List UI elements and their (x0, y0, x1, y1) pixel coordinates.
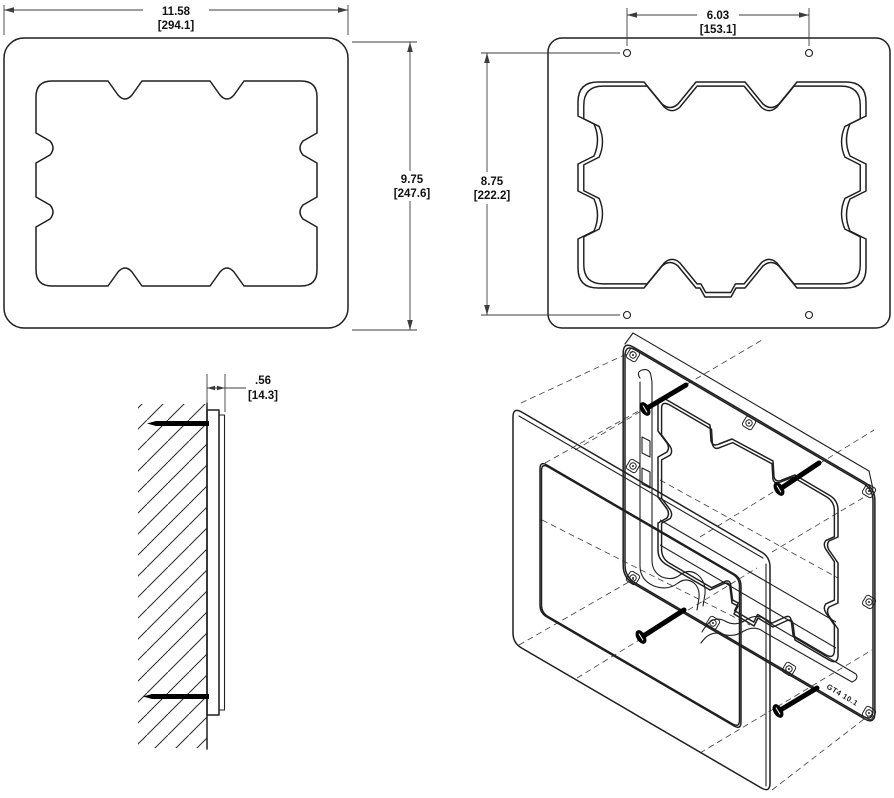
width-dim-inches: 11.58 (162, 6, 191, 18)
wall-anchor-screw-bottom (143, 694, 209, 699)
height-dimension: 9.75 [247.6] (352, 41, 431, 331)
screw-3 (635, 607, 687, 644)
hex-boss (861, 705, 877, 721)
arrowhead (338, 7, 348, 13)
side-section-view: .56 [14.3] (138, 374, 278, 750)
interior-floor-line (660, 519, 836, 623)
mounting-hole (622, 48, 632, 58)
hole-spacing-h-inches: 6.03 (707, 10, 729, 22)
hole-spacing-h-dimension: 6.03 [153.1] (626, 8, 810, 46)
depth-dim-inches: .56 (255, 375, 271, 387)
hole-spacing-v-dimension: 8.75 [222.2] (474, 52, 620, 316)
front-bezel-iso (512, 409, 771, 791)
arrowhead (484, 53, 490, 63)
screw-tip (143, 694, 152, 699)
mounting-hole (804, 310, 814, 320)
screw-2 (773, 460, 822, 496)
height-dim-inches: 9.75 (401, 174, 424, 186)
wall-anchor-screw-top (147, 421, 209, 426)
back-box: GT4 10.1 (622, 332, 877, 722)
mounting-wing-upper (637, 369, 706, 611)
rear-opening (577, 81, 867, 298)
rear-opening-inner-contour (583, 85, 861, 294)
hex-boss (625, 570, 641, 586)
wing-slot (641, 436, 651, 458)
arrowhead (799, 12, 809, 18)
hole-spacing-v-inches: 8.75 (481, 176, 504, 188)
mounting-hole (804, 48, 814, 58)
wing-slot (641, 467, 651, 489)
width-dimension: 11.58 [294.1] (3, 5, 349, 35)
arrowhead (407, 42, 413, 52)
box-opening-outer-contour (657, 397, 839, 663)
arrowhead (627, 12, 637, 18)
mounting-wing-lower (700, 615, 858, 683)
depth-dim-mm: [14.3] (248, 390, 278, 402)
screw-bosses (625, 347, 877, 721)
bezel-outer (512, 409, 771, 791)
screw-1 (639, 382, 689, 416)
height-dim-mm: [247.6] (394, 188, 431, 200)
interior-floor-line (660, 544, 836, 649)
front-view: 11.58 [294.1] 9.75 [247.6] (3, 5, 431, 331)
front-bezel-opening (35, 80, 318, 287)
width-dim-mm: [294.1] (158, 20, 195, 32)
screw-shaft (152, 694, 209, 699)
screw-shaft (156, 421, 209, 426)
bezel-lip-section (218, 414, 226, 711)
interior-back-edge (699, 419, 836, 501)
front-bezel-outline (3, 37, 349, 329)
box-body-top-edge (624, 332, 874, 490)
arrowhead (484, 305, 490, 315)
screw-tip (147, 421, 156, 426)
hex-boss (781, 661, 797, 677)
bezel-plate-section (206, 409, 220, 716)
hole-spacing-h-mm: [153.1] (700, 24, 737, 36)
hex-boss (625, 458, 641, 474)
hole-spacing-v-mm: [222.2] (474, 190, 511, 202)
depth-dimension: .56 [14.3] (206, 374, 278, 412)
rear-frame-outline (547, 37, 891, 329)
mounting-hole (622, 310, 632, 320)
hex-boss (861, 483, 877, 499)
wall-hatch (138, 404, 207, 748)
dashed-projection-lines (518, 339, 875, 791)
isometric-view: GT4 10.1 (512, 332, 877, 791)
arrowhead (4, 7, 14, 13)
bezel-opening (539, 462, 742, 729)
screw-4 (772, 685, 820, 718)
arrowhead (207, 385, 215, 391)
arrowhead (407, 320, 413, 330)
arrowhead (217, 385, 225, 391)
rear-view: 6.03 [153.1] 8.75 [222.2] (474, 8, 891, 329)
bezel-thickness-line (518, 415, 764, 559)
hex-boss (625, 347, 641, 363)
hex-boss (741, 415, 757, 431)
hex-boss (861, 594, 877, 610)
rear-opening-outer-contour (577, 81, 867, 298)
assembly-screws (635, 382, 822, 718)
